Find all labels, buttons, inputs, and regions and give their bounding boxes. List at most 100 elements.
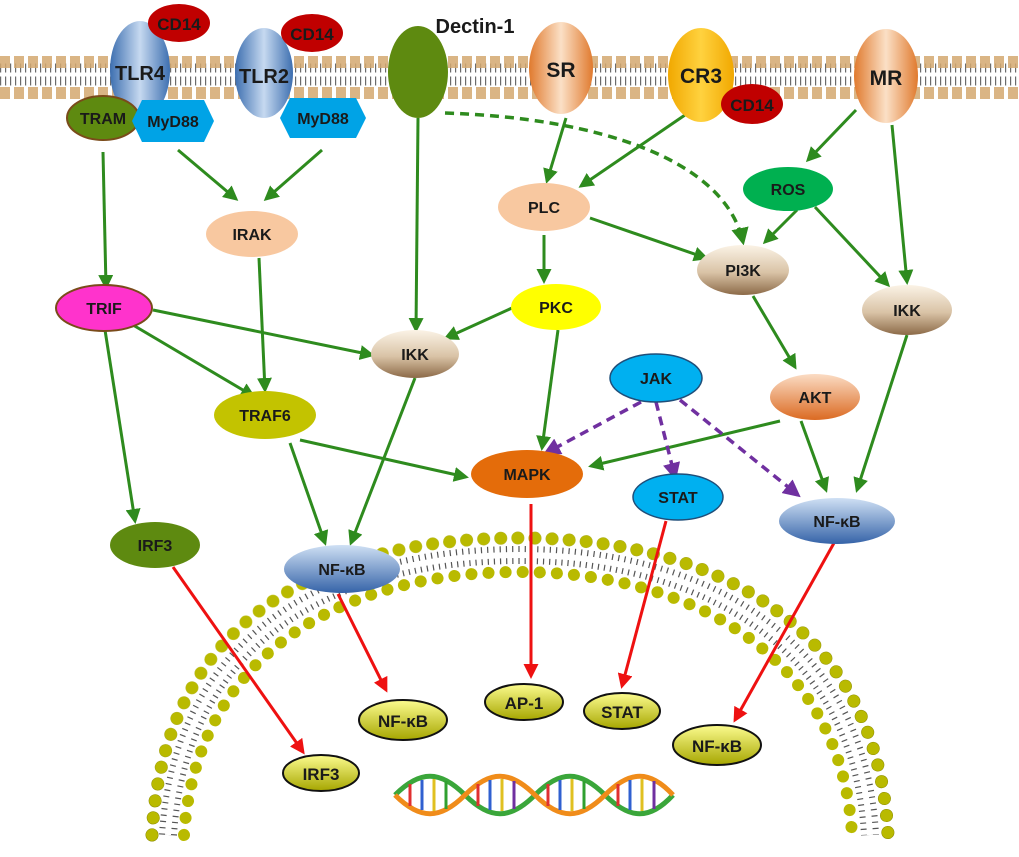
node-jak: JAK xyxy=(609,353,703,403)
node-trif: TRIF xyxy=(55,284,153,332)
arrow-akt-nfkb xyxy=(799,420,829,493)
tlr4-label: TLR4 xyxy=(115,63,166,85)
svg-text:IKK: IKK xyxy=(401,347,429,364)
tram-node: TRAM xyxy=(66,95,140,141)
myd88-tlr4-label: MyD88 xyxy=(147,114,199,131)
sr-receptor: SR xyxy=(529,22,593,114)
arrow-jak-mapk xyxy=(542,400,642,455)
myd88-tlr4: MyD88 xyxy=(132,100,214,142)
node-traf6: TRAF6 xyxy=(214,391,316,439)
cd14-tlr4: CD14 xyxy=(148,4,210,42)
arrow-ikk-nfkb-left xyxy=(348,377,417,546)
dna-helix xyxy=(393,773,675,817)
svg-text:NF-κB: NF-κB xyxy=(813,514,860,531)
arrow-trif-traf6 xyxy=(132,323,256,398)
svg-text:STAT: STAT xyxy=(658,490,698,507)
node-plc: PLC xyxy=(498,183,590,231)
node-nfkb-right: NF-κB xyxy=(779,498,895,544)
sr-label: SR xyxy=(546,59,575,82)
arrow-traf6-mapk xyxy=(299,438,469,482)
arrow-irf3-nucleus xyxy=(171,566,305,755)
jak-arrows xyxy=(542,398,801,498)
cd14-tlr4-label: CD14 xyxy=(157,15,201,34)
arrow-pkc-ikk xyxy=(443,306,513,340)
arrow-sr-plc xyxy=(543,117,568,184)
dectin1-label: Dectin-1 xyxy=(436,16,515,38)
node-ikk-right: IKK xyxy=(862,285,952,335)
svg-text:PKC: PKC xyxy=(539,300,573,317)
arrow-mr-ros xyxy=(805,108,858,163)
arrow-mr-ikk xyxy=(890,124,914,285)
node-irak: IRAK xyxy=(206,211,298,257)
myd88-tlr2: MyD88 xyxy=(280,98,366,138)
arrow-cr3-plc xyxy=(578,113,686,188)
dectin1-receptor: Dectin-1 xyxy=(388,16,514,118)
cd14-tlr2: CD14 xyxy=(281,14,343,52)
tlr2-receptor: TLR2 xyxy=(235,28,293,118)
cd14-cr3: CD14 xyxy=(721,84,783,124)
node-pkc: PKC xyxy=(511,284,601,330)
svg-text:AKT: AKT xyxy=(799,390,832,407)
tlr4-receptor: TLR4 xyxy=(110,21,170,119)
arrow-plc-pi3k xyxy=(589,216,709,262)
svg-text:PI3K: PI3K xyxy=(725,263,761,280)
arrow-jak-stat xyxy=(654,401,681,481)
translocation-arrows xyxy=(171,504,836,755)
nuclear-nfkb-right: NF-κB xyxy=(672,724,762,766)
nuclear-nfkb-left: NF-κB xyxy=(358,699,448,741)
node-ikk-left: IKK xyxy=(371,330,459,378)
cd14-tlr2-label: CD14 xyxy=(290,25,334,44)
cd14-cr3-label: CD14 xyxy=(730,96,774,115)
arrow-jak-nfkb xyxy=(678,398,801,498)
arrow-akt-mapk xyxy=(588,419,781,471)
mr-receptor: MR xyxy=(854,29,918,123)
svg-text:STAT: STAT xyxy=(601,703,643,722)
arrow-myd88-irak-1 xyxy=(177,148,239,201)
node-stat: STAT xyxy=(632,473,724,521)
plasma-membrane xyxy=(0,56,1019,99)
svg-text:JAK: JAK xyxy=(640,371,672,388)
nuclear-stat: STAT xyxy=(583,692,661,730)
arrow-nfkb-nucleus-right xyxy=(733,542,836,723)
arrow-nfkb-nucleus-left xyxy=(336,593,388,693)
arrow-stat-nucleus xyxy=(617,520,668,689)
node-pi3k: PI3K xyxy=(697,245,789,295)
node-akt: AKT xyxy=(770,374,860,420)
svg-text:PLC: PLC xyxy=(528,200,560,217)
arrow-pkc-mapk xyxy=(536,329,560,451)
svg-text:TRIF: TRIF xyxy=(86,301,122,318)
activation-arrows xyxy=(98,108,914,546)
svg-text:TRAF6: TRAF6 xyxy=(239,408,291,425)
arrow-trif-irf3 xyxy=(103,329,141,524)
node-irf3: IRF3 xyxy=(110,522,200,568)
arrow-pi3k-akt xyxy=(751,295,797,370)
arrow-trif-ikk xyxy=(152,308,375,360)
arrow-dectin-pi3k-dashed xyxy=(444,111,749,246)
svg-text:IRAK: IRAK xyxy=(232,227,272,244)
svg-text:NF-κB: NF-κB xyxy=(692,737,742,756)
tram-label: TRAM xyxy=(80,111,126,128)
svg-text:IRF3: IRF3 xyxy=(138,538,173,555)
tlr2-label: TLR2 xyxy=(239,66,289,88)
node-nfkb-left: NF-κB xyxy=(284,545,400,593)
arrow-irak-traf6 xyxy=(256,257,272,393)
myd88-tlr2-label: MyD88 xyxy=(297,111,349,128)
arrow-ikk-nfkb-right xyxy=(853,334,909,493)
arrow-ros-pi3k xyxy=(762,208,799,245)
svg-text:NF-κB: NF-κB xyxy=(318,562,365,579)
arrow-tram-trif xyxy=(98,151,114,290)
cr3-receptor: CR3 xyxy=(668,28,734,122)
arrow-dectin-ikk xyxy=(408,117,424,333)
mr-label: MR xyxy=(870,67,903,90)
arrow-myd88-irak-2 xyxy=(263,148,323,201)
svg-text:NF-κB: NF-κB xyxy=(378,712,428,731)
node-ros: ROS xyxy=(743,167,833,211)
svg-text:AP-1: AP-1 xyxy=(505,694,544,713)
arrow-ros-ikk xyxy=(813,205,891,288)
svg-text:IKK: IKK xyxy=(893,303,921,320)
svg-text:MAPK: MAPK xyxy=(503,467,551,484)
nuclear-ap1: AP-1 xyxy=(484,683,564,721)
nuclear-irf3: IRF3 xyxy=(282,754,360,792)
svg-text:IRF3: IRF3 xyxy=(303,765,340,784)
